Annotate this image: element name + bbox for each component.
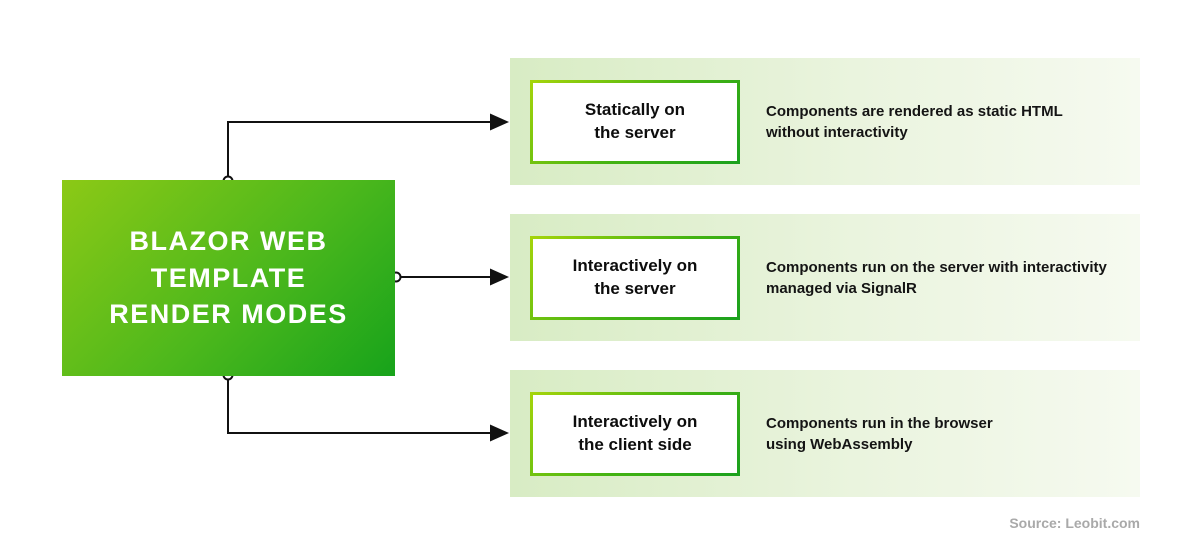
mode-label: Interactively on the client side bbox=[572, 411, 698, 454]
arrowhead-icon bbox=[490, 424, 509, 442]
arrowhead-icon bbox=[490, 268, 509, 286]
render-modes-title-box: BLAZOR WEB TEMPLATE RENDER MODES bbox=[62, 180, 395, 376]
mode-label-box: Statically on the server bbox=[530, 79, 740, 164]
render-mode-row-interactive-server: Interactively on the server Components r… bbox=[510, 214, 1140, 341]
mode-label: Interactively on the server bbox=[572, 255, 698, 298]
mode-label-box: Interactively on the client side bbox=[530, 391, 740, 476]
mode-description: Components are rendered as static HTML w… bbox=[766, 102, 1063, 141]
render-mode-row-static-server: Statically on the server Components are … bbox=[510, 58, 1140, 185]
diagram-title: BLAZOR WEB TEMPLATE RENDER MODES bbox=[109, 226, 348, 330]
mode-label: Statically on the server bbox=[584, 99, 686, 142]
arrowhead-icon bbox=[490, 113, 509, 131]
mode-label-box: Interactively on the server bbox=[530, 235, 740, 320]
mode-description: Components run on the server with intera… bbox=[766, 258, 1107, 297]
source-credit: Source: Leobit.com bbox=[1009, 515, 1140, 531]
render-mode-row-interactive-client: Interactively on the client side Compone… bbox=[510, 370, 1140, 497]
mode-description: Components run in the browser using WebA… bbox=[766, 414, 993, 453]
